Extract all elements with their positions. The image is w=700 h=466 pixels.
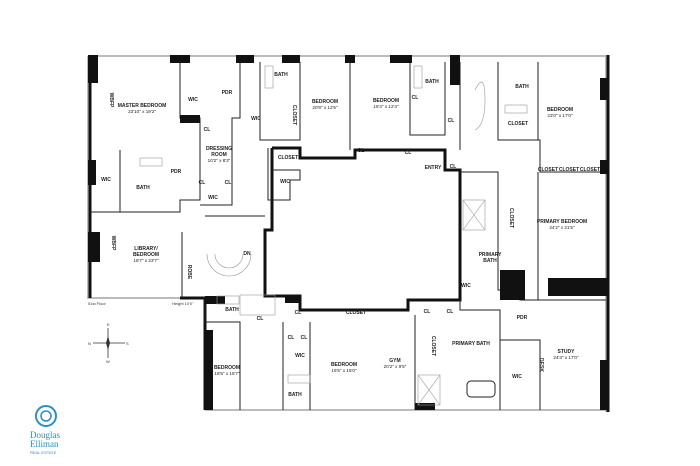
cl-label: CL	[412, 95, 419, 101]
closet-label: CLOSET	[580, 167, 600, 173]
bedroom-label: BEDROOM	[547, 107, 573, 113]
primary-bath-label: PRIMARY BATH	[452, 341, 490, 347]
closet-label: CLOSET	[538, 167, 558, 173]
desk-label: DESK	[538, 358, 544, 372]
pdr-label: PDR	[517, 315, 528, 321]
primary-bedroom-dims: 24'2" x 21'5"	[549, 225, 575, 230]
cl-label: CL	[199, 180, 206, 186]
wic-label: WIC	[461, 283, 471, 289]
wbfp-label: WBFP	[110, 236, 116, 251]
wic-label: WIC	[101, 177, 111, 183]
cl-label: CL	[447, 309, 454, 315]
bath-label: BATH	[136, 185, 150, 191]
bath-label: BATH	[288, 392, 302, 398]
bedroom-label: BEDROOM	[312, 99, 338, 105]
compass-n: N	[88, 341, 91, 346]
library-dims: 18'7" x 23'7"	[133, 258, 159, 263]
robe-label: ROBE	[186, 265, 192, 280]
closet-label: CLOSET	[508, 121, 528, 127]
wbfp-label: WBFP	[108, 93, 114, 108]
closet-label: CLOSET	[346, 310, 366, 316]
windows	[87, 55, 608, 412]
closet-label: CLOSET	[508, 208, 514, 228]
cl-label: CL	[204, 127, 211, 133]
logo-line2: Elliman	[30, 439, 59, 449]
logo-line1: Douglas	[30, 430, 60, 440]
cl-label: CL	[450, 164, 457, 170]
cl-label: CL	[288, 335, 295, 341]
fixtures	[139, 65, 528, 406]
gym-dims: 20'2" x 9'5"	[384, 364, 407, 369]
gym-label: GYM	[389, 358, 400, 364]
cl-label: CL	[448, 118, 455, 124]
dressing-room-label-2: ROOM	[211, 152, 227, 158]
cl-label: CL	[301, 335, 308, 341]
bedroom-dims: 23'0" x 17'0"	[547, 113, 573, 118]
columns	[88, 55, 608, 410]
bedroom-dims: 16'5" x 15'0"	[331, 368, 357, 373]
bath-label: BATH	[425, 79, 439, 85]
stair-dn-label: DN	[243, 251, 251, 257]
douglas-elliman-logo: Douglas Elliman REAL ESTATE	[30, 405, 60, 455]
wic-label: WIC	[251, 116, 261, 122]
compass: E N S W	[88, 322, 129, 364]
wic-label: WIC	[295, 353, 305, 359]
primary-bath-label-2: BATH	[483, 258, 497, 264]
bath-label: BATH	[274, 72, 288, 78]
bedroom-label: BEDROOM	[331, 362, 357, 368]
bedroom-label: BEDROOM	[214, 365, 240, 371]
primary-bath-label: PRIMARY	[479, 252, 503, 258]
height-label: Height 10'0"	[172, 301, 194, 306]
cl-label: CL	[295, 310, 302, 316]
pdr-label: PDR	[222, 90, 233, 96]
bedroom-dims: 20'8" x 12'5"	[312, 105, 338, 110]
primary-bedroom-label: PRIMARY BEDROOM	[537, 219, 587, 225]
wic-label: WIC	[208, 195, 218, 201]
wic-label: WIC	[280, 179, 290, 185]
master-bedroom-label: MASTER BEDROOM	[118, 103, 167, 109]
floor-label: 51st Floor	[88, 301, 106, 306]
study-dims: 24'3" x 17'0"	[553, 355, 579, 360]
bath-label: BATH	[515, 84, 529, 90]
cl-label: CL	[358, 148, 365, 154]
cl-label: CL	[257, 316, 264, 322]
closet-label: CLOSET	[430, 336, 436, 356]
study-label: STUDY	[558, 349, 576, 355]
cl-label: CL	[424, 309, 431, 315]
closet-label: CLOSET	[559, 167, 579, 173]
compass-w: W	[106, 359, 110, 364]
bedroom-dims: 18'4" x 12'4"	[373, 104, 399, 109]
library-label: LIBRARY/	[134, 246, 158, 252]
compass-s: S	[126, 341, 129, 346]
cl-label: CL	[225, 180, 232, 186]
room-labels: MASTER BEDROOM 23'10" x 19'2" WBFP WIC P…	[88, 72, 600, 398]
bath-label: BATH	[225, 307, 239, 313]
logo-line3: REAL ESTATE	[30, 450, 57, 455]
wic-label: WIC	[512, 374, 522, 380]
closet-label: CLOSET	[291, 105, 297, 125]
pdr-label: PDR	[171, 169, 182, 175]
library-label-2: BEDROOM	[133, 252, 159, 258]
walls	[88, 55, 610, 412]
compass-e: E	[107, 322, 110, 327]
closet-label: CLOSET	[278, 155, 298, 161]
wic-label: WIC	[188, 97, 198, 103]
entry-label: ENTRY	[425, 165, 442, 171]
cl-label: CL	[405, 150, 412, 156]
bedroom-dims: 18'5" x 16'7"	[214, 371, 240, 376]
master-bedroom-dims: 23'10" x 19'2"	[128, 109, 156, 114]
dressing-room-dims: 10'2" x 8'3"	[208, 158, 231, 163]
dressing-room-label: DRESSING	[206, 146, 232, 152]
bedroom-label: BEDROOM	[373, 98, 399, 104]
